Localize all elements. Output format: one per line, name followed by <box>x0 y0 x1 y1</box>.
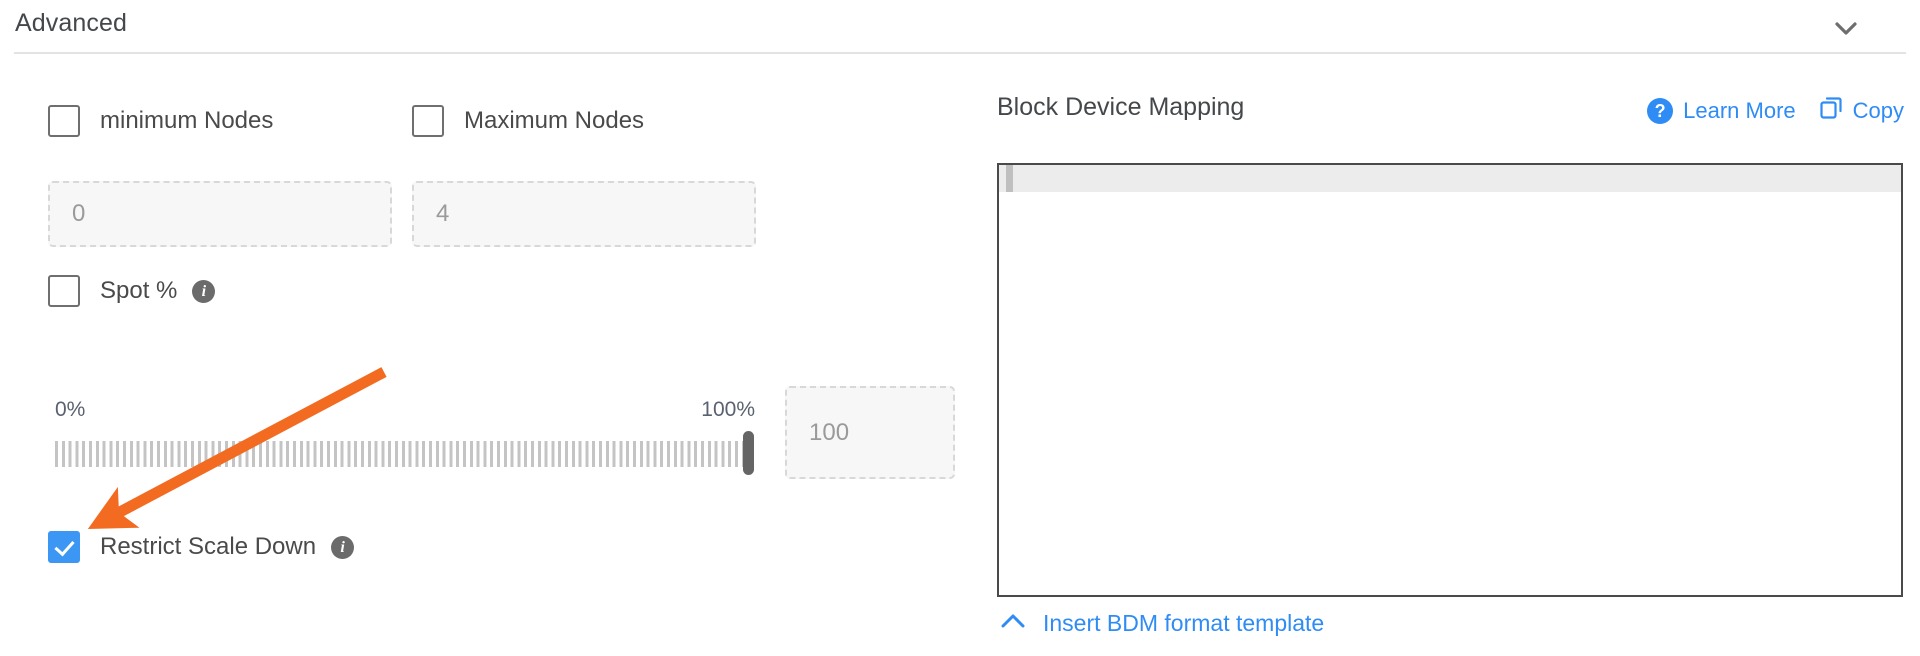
spot-percent-checkbox[interactable] <box>48 275 80 307</box>
spot-percent-label: Spot % <box>100 277 178 304</box>
insert-bdm-template-link[interactable]: Insert BDM format template <box>999 610 1324 637</box>
insert-bdm-template-label: Insert BDM format template <box>1043 610 1325 636</box>
spot-percent-slider-track[interactable] <box>55 441 755 467</box>
header-divider <box>14 52 1906 54</box>
block-device-mapping-panel: Block Device Mapping ? Learn More Copy I… <box>997 53 1907 656</box>
chevron-down-icon[interactable] <box>1830 12 1862 44</box>
copy-label: Copy <box>1852 98 1904 123</box>
chevron-up-icon <box>999 610 1027 637</box>
learn-more-label: Learn More <box>1683 98 1796 123</box>
restrict-scale-down-checkbox[interactable] <box>48 531 80 563</box>
page-title: Advanced <box>15 9 127 37</box>
block-device-mapping-actions: ? Learn More Copy <box>1647 95 1904 127</box>
editor-cursor-gutter <box>1006 165 1013 192</box>
copy-button[interactable]: Copy <box>1818 95 1904 127</box>
minimum-nodes-checkbox[interactable] <box>48 105 80 137</box>
minimum-nodes-input[interactable]: 0 <box>48 181 392 247</box>
info-icon[interactable]: i <box>192 279 216 303</box>
maximum-nodes-label: Maximum Nodes <box>464 107 645 134</box>
advanced-left-panel: minimum Nodes Maximum Nodes 0 4 Spot % i… <box>0 53 960 656</box>
maximum-nodes-input[interactable]: 4 <box>412 181 756 247</box>
restrict-scale-down-row: Restrict Scale Down i <box>48 531 355 563</box>
restrict-scale-down-label: Restrict Scale Down <box>100 533 317 560</box>
info-icon[interactable]: i <box>331 535 355 559</box>
spot-percent-value-input[interactable]: 100 <box>785 386 955 479</box>
learn-more-link[interactable]: ? Learn More <box>1647 98 1796 124</box>
slider-max-label: 100% <box>701 398 755 421</box>
spot-percent-row: Spot % i <box>48 275 216 307</box>
block-device-mapping-title: Block Device Mapping <box>997 93 1245 121</box>
minimum-nodes-label: minimum Nodes <box>100 107 274 134</box>
editor-active-line <box>999 165 1901 192</box>
minimum-nodes-row: minimum Nodes <box>48 105 273 137</box>
spot-percent-slider-group: 0% 100% <box>55 398 755 488</box>
advanced-section-header[interactable]: Advanced <box>0 0 1920 54</box>
copy-icon <box>1818 95 1844 127</box>
slider-min-label: 0% <box>55 398 86 421</box>
spot-percent-slider-thumb[interactable] <box>743 431 754 475</box>
maximum-nodes-row: Maximum Nodes <box>412 105 644 137</box>
maximum-nodes-checkbox[interactable] <box>412 105 444 137</box>
question-circle-icon: ? <box>1647 98 1674 124</box>
block-device-mapping-editor[interactable] <box>997 163 1903 597</box>
